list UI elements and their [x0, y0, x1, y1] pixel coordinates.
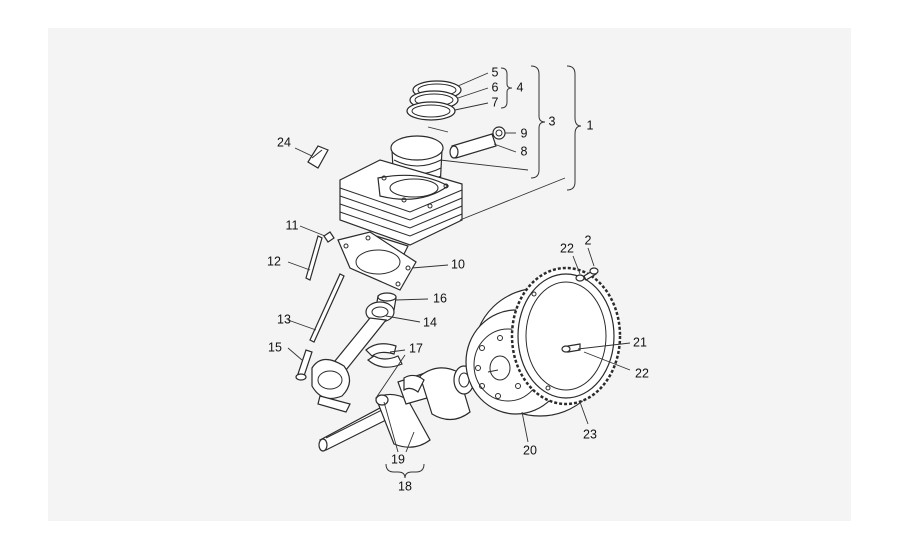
- callout-21: 21: [633, 335, 647, 349]
- callout-8: 8: [521, 144, 528, 158]
- screw-top: [583, 267, 599, 281]
- callout-24: 24: [277, 135, 291, 149]
- callout-labels: 1 2 3 4 5 6 7 8 9 10 11 12 13 14 15 16 1…: [267, 65, 649, 493]
- conrod-bolt: [295, 349, 313, 381]
- brace-1: [566, 65, 582, 191]
- callout-4: 4: [517, 80, 524, 94]
- callout-22-side: 22: [635, 366, 649, 380]
- piston-pin: [449, 133, 497, 159]
- washer-top: [575, 274, 585, 282]
- brace-18: [385, 463, 425, 479]
- callout-22-top: 22: [560, 241, 574, 255]
- leader-lines: [287, 72, 631, 453]
- callout-20: 20: [523, 443, 537, 457]
- crankshaft: [318, 365, 475, 452]
- callout-3: 3: [549, 114, 556, 128]
- piston-rings: [406, 80, 462, 121]
- stud-long: [305, 235, 323, 281]
- callout-18: 18: [398, 479, 412, 493]
- callout-10: 10: [451, 257, 465, 271]
- base-gasket: [337, 231, 417, 291]
- callout-15: 15: [268, 340, 282, 354]
- callout-5: 5: [492, 65, 499, 79]
- callout-12: 12: [267, 254, 281, 268]
- stud-short: [323, 231, 335, 243]
- circlip: [492, 126, 506, 140]
- callout-6: 6: [492, 80, 499, 94]
- ring-gear: [510, 266, 622, 406]
- callout-13: 13: [277, 312, 291, 326]
- callout-23: 23: [583, 427, 597, 441]
- callout-17: 17: [409, 341, 423, 355]
- callout-1: 1: [587, 118, 594, 132]
- connecting-rod: [311, 301, 395, 413]
- stud-bolt: [309, 273, 345, 343]
- brace-4: [500, 67, 513, 109]
- callout-9: 9: [521, 126, 528, 140]
- callout-14: 14: [423, 315, 437, 329]
- brace-3: [530, 65, 546, 179]
- cylinder: [339, 159, 463, 263]
- screw-side: [561, 343, 581, 353]
- callout-16: 16: [433, 291, 447, 305]
- callout-11: 11: [286, 218, 299, 232]
- callout-19: 19: [391, 452, 405, 466]
- pickup-part: [307, 145, 329, 169]
- callout-2: 2: [585, 233, 592, 247]
- callout-7: 7: [492, 95, 499, 109]
- bearing-shells: [365, 343, 403, 368]
